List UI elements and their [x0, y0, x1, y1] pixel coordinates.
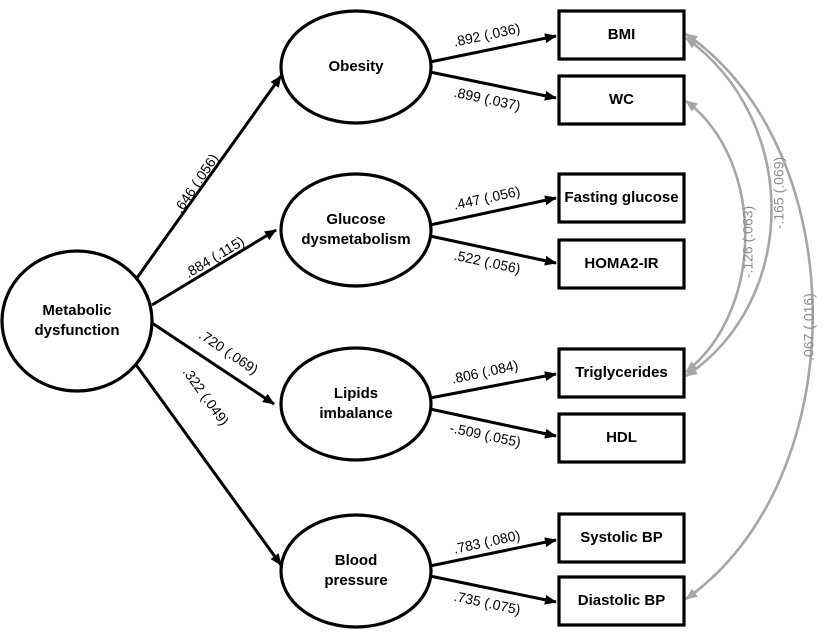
observed-homa2-ir: HOMA2-IR — [557, 238, 686, 290]
path-obesity-wc — [429, 70, 557, 101]
covariance-bmi-dbp — [685, 32, 815, 601]
label-cov-wc-trig: -.126 (.063) — [740, 206, 756, 278]
latent-glucose-dysmetabolism: Glucose dysmetabolism — [279, 172, 433, 288]
latent-obesity-label: Obesity — [328, 58, 384, 75]
observed-hdl: HDL — [557, 412, 686, 464]
observed-homa-label: HOMA2-IR — [584, 255, 658, 272]
label-lipids-hdl: -.509 (.055) — [448, 419, 522, 450]
label-line: Metabolic — [42, 302, 111, 319]
observed-bmi-label: BMI — [608, 26, 636, 43]
label-cov-bmi-trig: -.165 (.069) — [771, 157, 787, 229]
observed-dbp-label: Diastolic BP — [578, 592, 666, 609]
observed-triglycerides: Triglycerides — [557, 347, 686, 399]
path-lipids-hdl — [429, 407, 557, 439]
observed-diastolic-bp: Diastolic BP — [557, 575, 686, 627]
path-bp-dbp — [429, 574, 557, 605]
path-metabolic-obesity — [132, 75, 283, 283]
label-metabolic-bp: .322 (.049) — [180, 364, 233, 428]
observed-wc-label: WC — [609, 91, 634, 108]
latent-lipids-imbalance: Lipids imbalance — [279, 346, 433, 462]
covariance-bmi-trig — [685, 36, 773, 378]
label-glucose-homa: .522 (.056) — [452, 247, 522, 277]
label-metabolic-lipids: .720 (.069) — [196, 326, 261, 377]
latent-metabolic-dysfunction: Metabolic dysfunction — [0, 249, 154, 393]
path-glucose-homa — [429, 234, 557, 266]
observed-wc: WC — [557, 74, 686, 126]
latent-glucose-label: Glucose dysmetabolism — [301, 211, 410, 248]
latent-metabolic-label: Metabolic dysfunction — [35, 302, 120, 339]
label-line: Glucose — [326, 211, 385, 228]
latent-blood-pressure: Blood pressure — [279, 513, 433, 629]
label-line: imbalance — [319, 405, 392, 422]
path-metabolic-bp — [132, 361, 283, 566]
label-metabolic-glucose: .884 (.115) — [182, 233, 247, 281]
latent-obesity: Obesity — [279, 9, 433, 125]
observed-systolic-bp: Systolic BP — [557, 512, 686, 564]
path-lipids-trig — [429, 371, 557, 400]
label-line: Obesity — [328, 58, 384, 75]
observed-fasting-glucose: Fasting glucose — [557, 172, 686, 224]
label-cov-bmi-dbp: .067 (.016) — [801, 293, 817, 361]
label-bp-sbp: .783 (.080) — [452, 527, 522, 557]
path-metabolic-lipids — [151, 321, 275, 406]
path-glucose-fasting — [429, 195, 557, 227]
path-bp-sbp — [429, 537, 557, 568]
latent-bp-label: Blood pressure — [324, 552, 387, 589]
latent-lipids-label: Lipids imbalance — [319, 385, 392, 422]
label-metabolic-obesity: .646 (.056) — [170, 151, 221, 216]
label-line: dysfunction — [35, 322, 120, 339]
path-metabolic-glucose — [151, 228, 277, 307]
label-line: Lipids — [334, 385, 378, 402]
label-line: dysmetabolism — [301, 231, 410, 248]
observed-trig-label: Triglycerides — [575, 364, 668, 381]
observed-hdl-label: HDL — [606, 429, 637, 446]
observed-bmi: BMI — [557, 9, 686, 61]
label-line: pressure — [324, 572, 387, 589]
observed-fasting-label: Fasting glucose — [564, 189, 678, 206]
label-line: Blood — [335, 552, 378, 569]
covariance-wc-trig — [685, 99, 747, 374]
path-obesity-bmi — [429, 33, 557, 64]
observed-sbp-label: Systolic BP — [580, 529, 663, 546]
